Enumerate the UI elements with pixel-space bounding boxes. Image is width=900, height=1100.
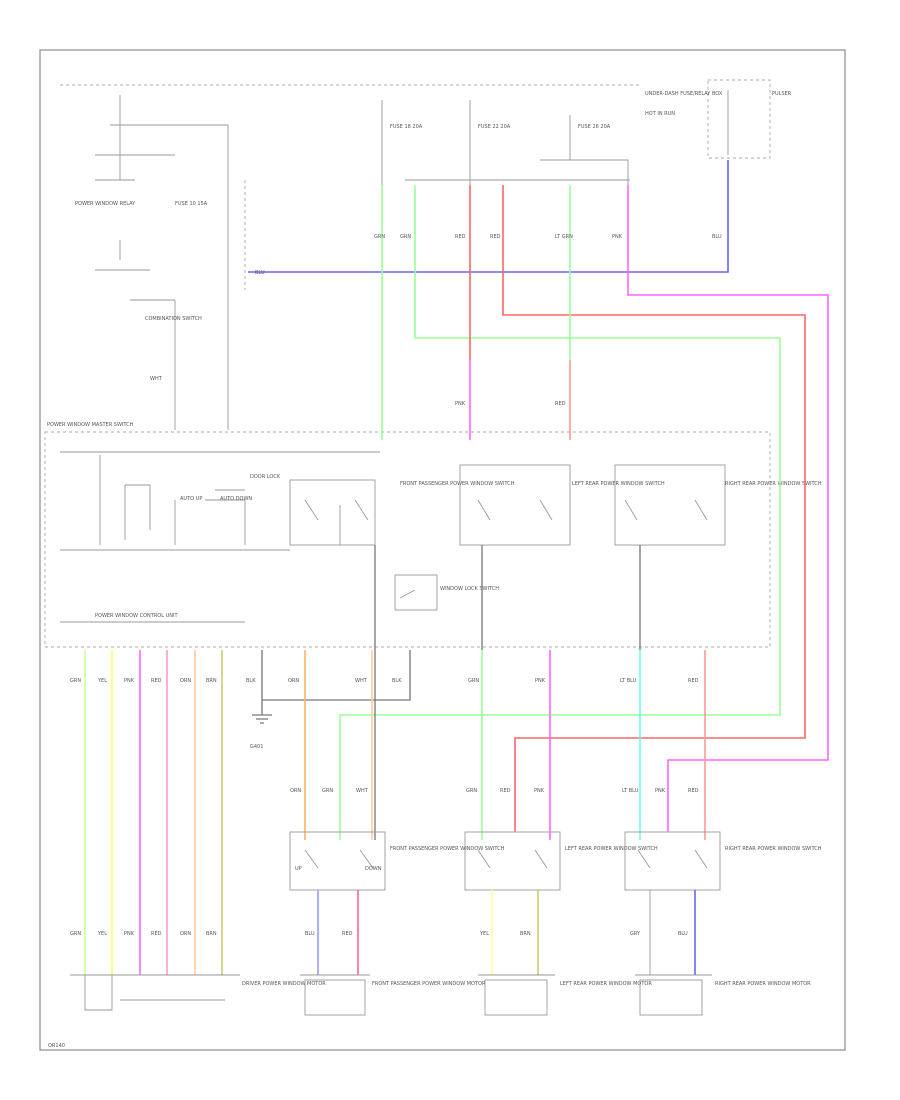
driver-motor: DRIVER POWER WINDOW MOTOR <box>70 974 326 1011</box>
svg-text:AUTO DOWN: AUTO DOWN <box>220 496 252 502</box>
svg-text:HOT IN RUN: HOT IN RUN <box>645 111 675 117</box>
svg-text:BLK: BLK <box>392 678 402 684</box>
svg-text:GRN: GRN <box>468 678 479 684</box>
svg-text:GRN: GRN <box>400 234 411 240</box>
svg-text:POWER WINDOW CONTROL UNIT: POWER WINDOW CONTROL UNIT <box>95 613 178 619</box>
right-rear-motor: RIGHT REAR POWER WINDOW MOTOR <box>635 974 811 1016</box>
svg-text:DOOR LOCK: DOOR LOCK <box>250 474 281 480</box>
svg-text:PNK: PNK <box>612 234 623 240</box>
svg-text:FRONT PASSENGER POWER WINDOW M: FRONT PASSENGER POWER WINDOW MOTOR <box>372 981 486 987</box>
front-passenger-switch: FRONT PASSENGER POWER WINDOW SWITCH UP D… <box>289 831 505 891</box>
pulse-generator-label: PULSER <box>772 91 792 97</box>
svg-text:PNK: PNK <box>534 788 545 794</box>
right-rear-switch: RIGHT REAR POWER WINDOW SWITCH <box>624 831 822 891</box>
svg-text:GRN: GRN <box>70 931 81 937</box>
svg-text:RED: RED <box>151 931 162 937</box>
wire-blue-top <box>248 160 729 273</box>
svg-text:BRN: BRN <box>206 931 217 937</box>
svg-text:GRN: GRN <box>70 678 81 684</box>
wire-green-2 <box>339 185 781 840</box>
wire-red-2 <box>502 185 806 832</box>
svg-text:BLU: BLU <box>255 270 265 276</box>
svg-text:COMBINATION SWITCH: COMBINATION SWITCH <box>145 316 202 322</box>
svg-text:ORN: ORN <box>180 678 191 684</box>
svg-text:AUTO UP: AUTO UP <box>180 496 202 502</box>
svg-text:BRN: BRN <box>206 678 217 684</box>
ground-symbol: G401 <box>250 650 411 750</box>
diagram-frame <box>39 49 846 1051</box>
svg-text:YEL: YEL <box>97 931 107 937</box>
svg-text:WHT: WHT <box>355 678 368 684</box>
svg-text:LT GRN: LT GRN <box>555 234 573 240</box>
svg-text:RED: RED <box>688 788 699 794</box>
svg-text:ORN: ORN <box>288 678 299 684</box>
svg-text:POWER WINDOW MASTER SWITCH: POWER WINDOW MASTER SWITCH <box>47 422 134 428</box>
svg-text:LT BLU: LT BLU <box>622 788 639 794</box>
svg-text:FUSE 26 20A: FUSE 26 20A <box>578 124 611 130</box>
svg-text:BLU: BLU <box>305 931 315 937</box>
svg-text:LEFT REAR POWER WINDOW MOTOR: LEFT REAR POWER WINDOW MOTOR <box>560 981 652 987</box>
svg-text:PNK: PNK <box>124 931 135 937</box>
svg-text:RIGHT REAR POWER WINDOW SWITCH: RIGHT REAR POWER WINDOW SWITCH <box>725 846 822 852</box>
svg-text:UNDER-DASH FUSE/RELAY BOX: UNDER-DASH FUSE/RELAY BOX <box>645 91 723 97</box>
svg-text:WINDOW LOCK SWITCH: WINDOW LOCK SWITCH <box>440 586 499 592</box>
svg-text:PNK: PNK <box>124 678 135 684</box>
svg-text:ORN: ORN <box>290 788 301 794</box>
svg-text:RED: RED <box>500 788 511 794</box>
svg-text:WHT: WHT <box>356 788 369 794</box>
svg-text:PNK: PNK <box>455 401 466 407</box>
svg-text:FUSE 10 15A: FUSE 10 15A <box>175 201 208 207</box>
svg-text:UP: UP <box>295 866 302 872</box>
svg-text:FUSE 22 20A: FUSE 22 20A <box>478 124 511 130</box>
svg-text:LEFT REAR POWER WINDOW SWITCH: LEFT REAR POWER WINDOW SWITCH <box>565 846 658 852</box>
left-rear-switch: LEFT REAR POWER WINDOW SWITCH <box>464 831 658 891</box>
fuses: FUSE 18 20A FUSE 22 20A FUSE 26 20A UNDE… <box>381 91 723 185</box>
power-window-master-switch: POWER WINDOW MASTER SWITCH AUTO UP AUTO … <box>44 422 822 648</box>
footer-code: OR140 <box>48 1043 65 1049</box>
svg-text:DRIVER POWER WINDOW MOTOR: DRIVER POWER WINDOW MOTOR <box>242 981 326 987</box>
svg-text:RIGHT REAR POWER WINDOW MOTOR: RIGHT REAR POWER WINDOW MOTOR <box>715 981 811 987</box>
svg-text:BLU: BLU <box>678 931 688 937</box>
svg-text:YEL: YEL <box>479 931 489 937</box>
svg-text:LT BLU: LT BLU <box>620 678 637 684</box>
svg-text:WHT: WHT <box>150 376 163 382</box>
svg-text:RED: RED <box>342 931 353 937</box>
svg-text:RED: RED <box>455 234 466 240</box>
pulse-generator-box <box>707 79 771 159</box>
svg-text:GRY: GRY <box>630 931 641 937</box>
svg-text:RED: RED <box>688 678 699 684</box>
svg-text:GRN: GRN <box>322 788 333 794</box>
svg-text:BLU: BLU <box>712 234 722 240</box>
svg-text:GRN: GRN <box>466 788 477 794</box>
svg-text:RIGHT REAR POWER WINDOW SWITCH: RIGHT REAR POWER WINDOW SWITCH <box>725 481 822 487</box>
front-passenger-motor: FRONT PASSENGER POWER WINDOW MOTOR <box>300 974 486 1016</box>
svg-text:PNK: PNK <box>655 788 666 794</box>
wire-pink-2 <box>627 185 829 832</box>
wire-code-labels: GRN GRN RED RED LT GRN PNK BLU BLU PNK R… <box>70 234 722 937</box>
svg-text:RED: RED <box>490 234 501 240</box>
svg-text:POWER WINDOW RELAY: POWER WINDOW RELAY <box>75 201 136 207</box>
svg-text:GRN: GRN <box>374 234 385 240</box>
svg-text:RED: RED <box>151 678 162 684</box>
svg-text:DOWN: DOWN <box>365 866 382 872</box>
svg-text:BRN: BRN <box>520 931 531 937</box>
svg-text:FUSE 18 20A: FUSE 18 20A <box>390 124 423 130</box>
svg-text:PNK: PNK <box>535 678 546 684</box>
svg-text:RED: RED <box>555 401 566 407</box>
svg-text:FRONT PASSENGER POWER WINDOW S: FRONT PASSENGER POWER WINDOW SWITCH <box>400 481 515 487</box>
svg-text:FRONT PASSENGER POWER WINDOW S: FRONT PASSENGER POWER WINDOW SWITCH <box>390 846 505 852</box>
svg-text:G401: G401 <box>250 744 263 750</box>
svg-text:YEL: YEL <box>97 678 107 684</box>
svg-text:ORN: ORN <box>180 931 191 937</box>
power-window-relay: POWER WINDOW RELAY FUSE 10 15A COMBINATI… <box>75 95 229 430</box>
svg-text:BLK: BLK <box>246 678 256 684</box>
svg-text:LEFT REAR POWER WINDOW SWITCH: LEFT REAR POWER WINDOW SWITCH <box>572 481 665 487</box>
left-rear-motor: LEFT REAR POWER WINDOW MOTOR <box>478 974 652 1016</box>
